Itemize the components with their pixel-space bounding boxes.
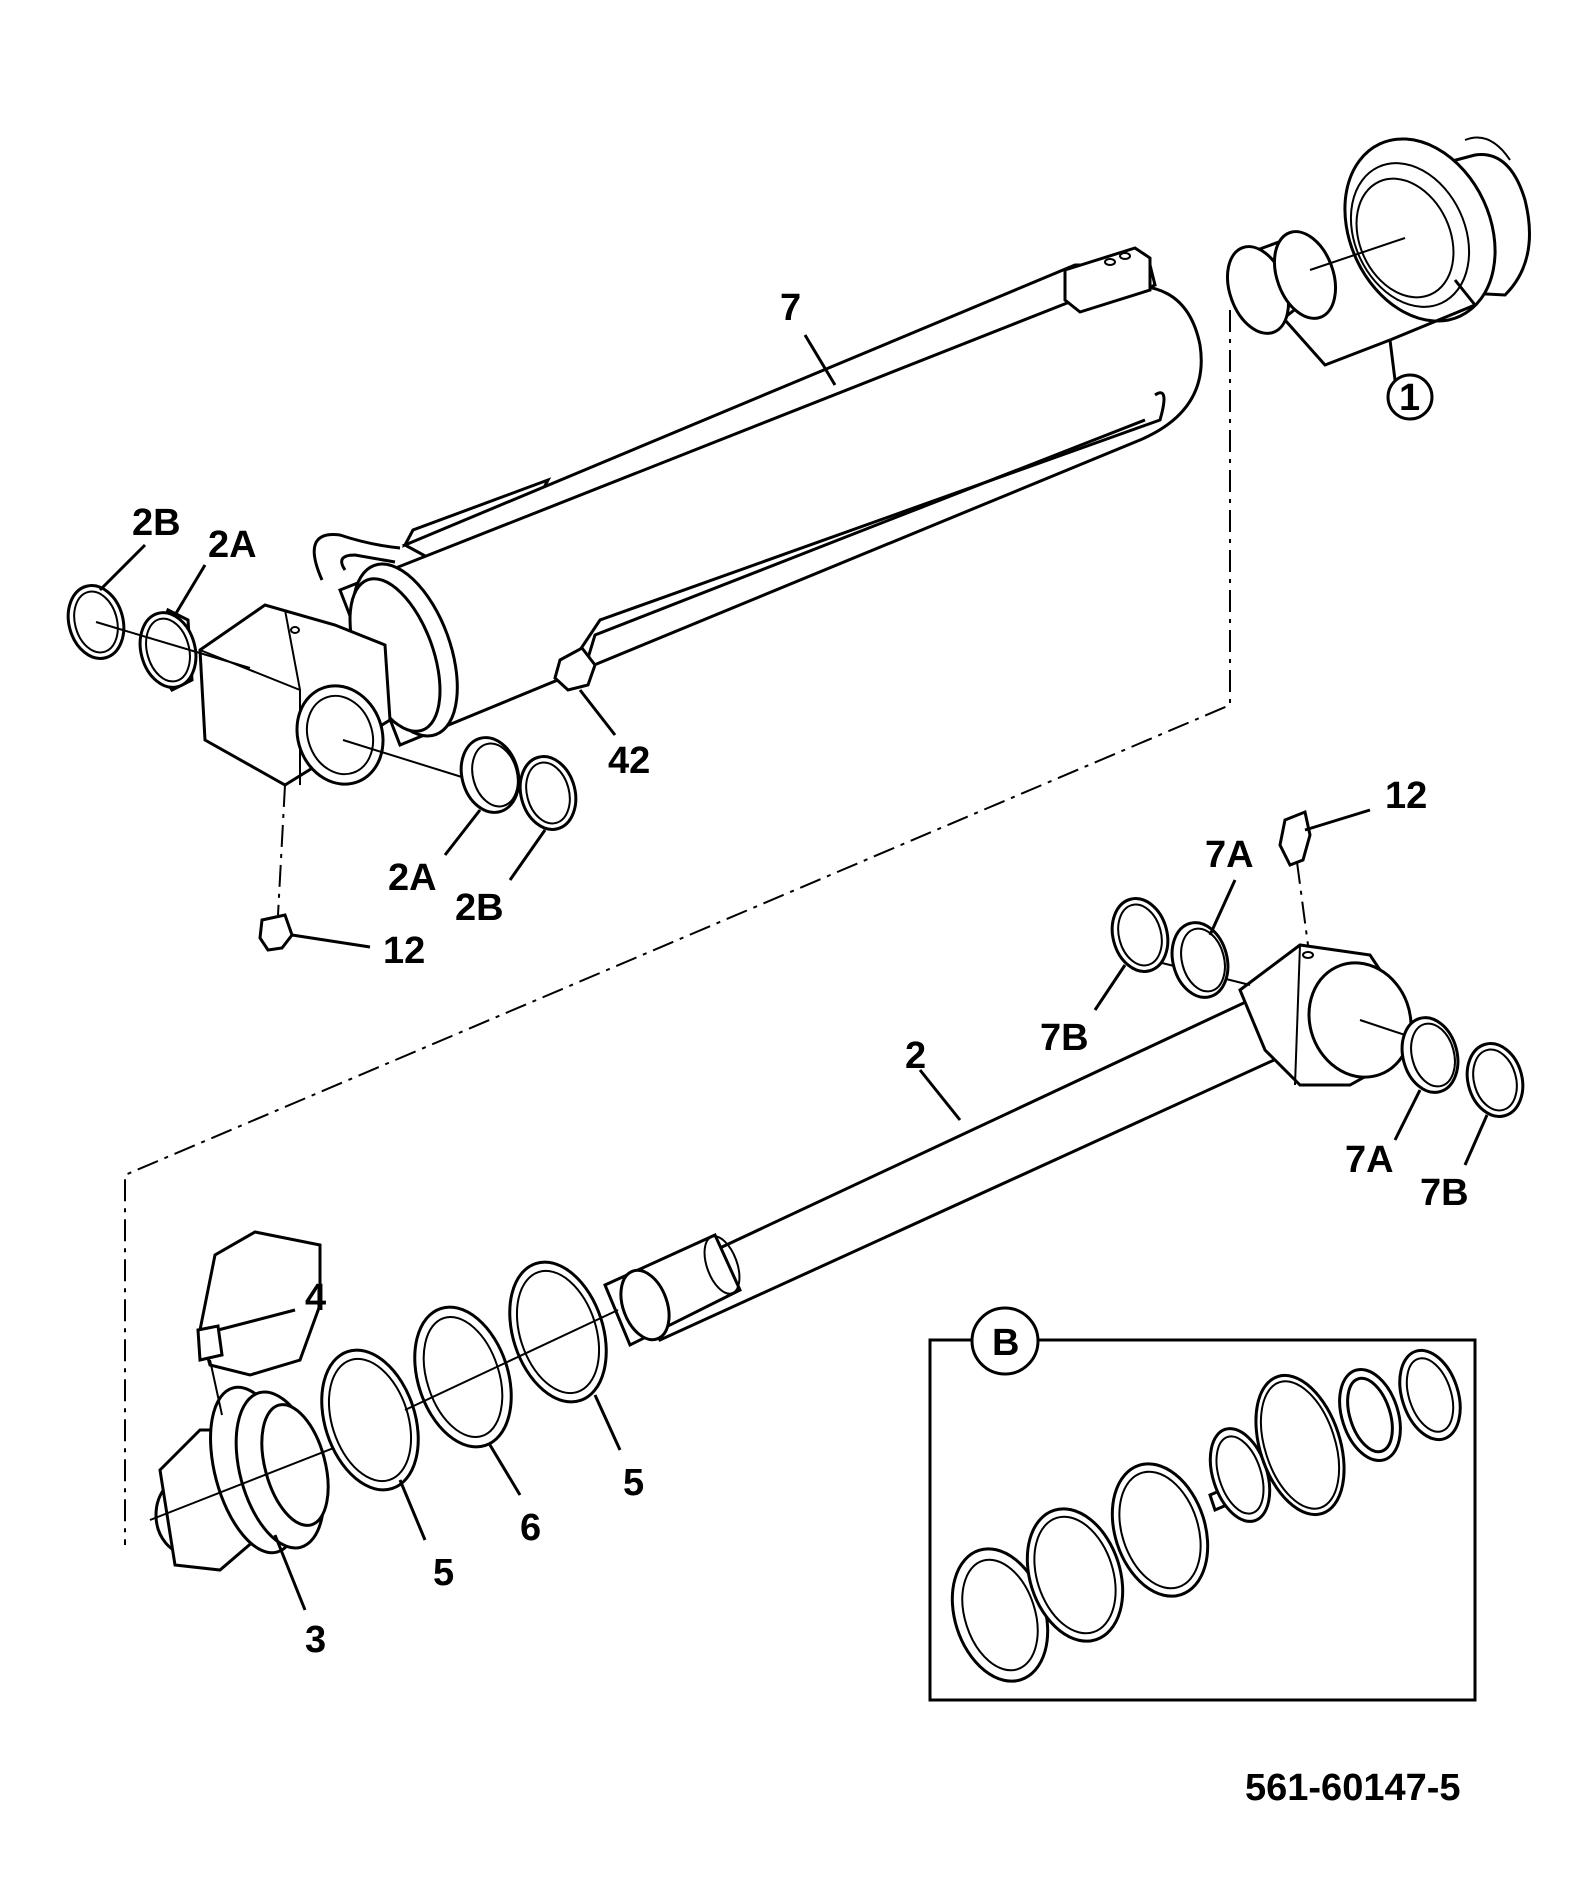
label-detail-b: B [992,1322,1019,1364]
label-part-7a-top: 7A [1205,834,1254,876]
part-labels: 7 1 2B 2A 42 2A 2B 12 12 7A 7B 2 7A 7B 4… [132,287,1469,1809]
label-part-7b-bottom: 7B [1420,1172,1469,1214]
bushings-2a-2b-mid [459,736,578,831]
label-part-2b-top: 2B [132,502,181,544]
piston-and-pin [149,1230,406,1572]
assembly-centerline [124,310,1231,1545]
rod-eye-bushings-7a-7b [1110,897,1525,1118]
detail-b-box [928,1306,1477,1702]
label-part-7a-bottom: 7A [1345,1139,1394,1181]
grease-fitting-right [1278,808,1371,946]
piston-seals [320,1260,619,1492]
label-part-2a-mid: 2A [388,857,437,899]
label-part-2: 2 [905,1035,926,1077]
label-part-12-left: 12 [383,930,425,972]
bushings-2a-2b-top [66,584,251,692]
label-part-1: 1 [1399,377,1420,419]
piston-rod [603,943,1421,1348]
cylinder-barrel [312,246,1203,747]
drawing-number: 561-60147-5 [1245,1767,1461,1809]
label-part-7b-left: 7B [1040,1017,1089,1059]
label-part-6: 6 [520,1507,541,1549]
detail-b-callout-circle [970,1306,1040,1376]
leader-lines [98,334,1489,1611]
label-part-3: 3 [305,1619,326,1661]
label-part-5-right: 5 [623,1462,644,1504]
label-part-5-left: 5 [433,1552,454,1594]
label-part-4: 4 [305,1277,326,1319]
gland-head-assembly [1226,136,1531,421]
label-part-42: 42 [608,740,650,782]
callout-circle-1 [1386,373,1434,421]
grease-fitting-left [258,784,371,952]
label-part-2a-top: 2A [208,524,257,566]
cylinder-eye-block [198,603,466,787]
label-part-7: 7 [780,287,801,329]
label-part-2b-mid: 2B [455,887,504,929]
label-part-12-right: 12 [1385,775,1427,817]
